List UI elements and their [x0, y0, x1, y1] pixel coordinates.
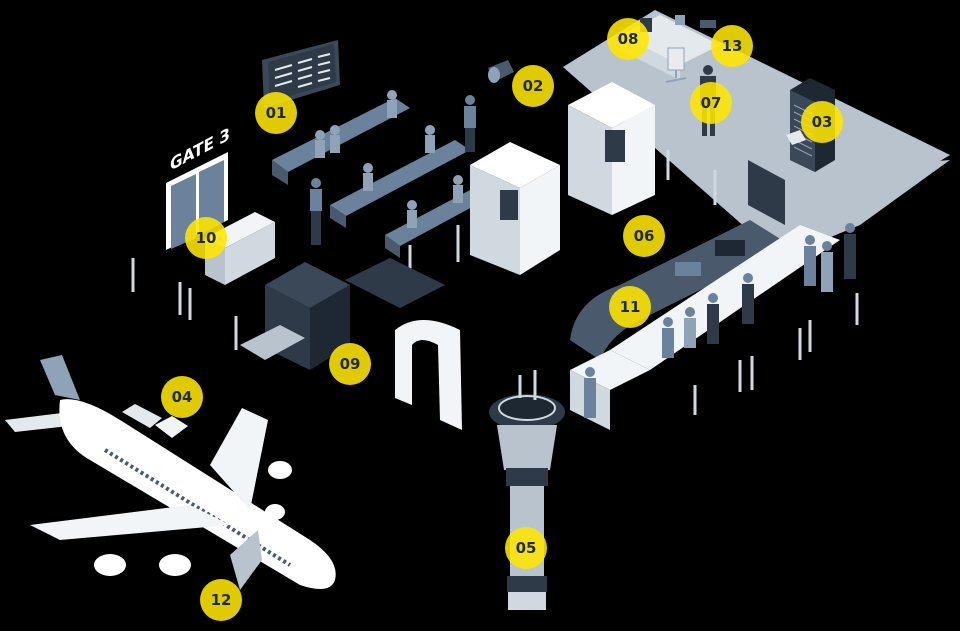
marker-label: 01 [265, 104, 287, 122]
marker-04[interactable]: 04 [161, 376, 203, 418]
marker-label: 10 [195, 229, 217, 247]
carousel-passengers [584, 223, 856, 418]
metal-detector-arch [395, 320, 462, 430]
queue-stanchions [131, 150, 859, 415]
marker-07[interactable]: 07 [690, 82, 732, 124]
marker-label: 12 [210, 591, 232, 609]
marker-05[interactable]: 05 [505, 527, 547, 569]
marker-label: 11 [619, 298, 641, 316]
marker-label: 03 [811, 113, 833, 131]
marker-08[interactable]: 08 [607, 18, 649, 60]
marker-label: 13 [721, 37, 743, 55]
airplane [5, 355, 336, 590]
marker-06[interactable]: 06 [623, 215, 665, 257]
pa-speaker [488, 60, 514, 83]
baggage-tug [122, 404, 188, 438]
marker-label: 06 [633, 227, 655, 245]
xray-scanner [240, 258, 445, 370]
marker-label: 08 [617, 30, 639, 48]
marker-01[interactable]: 01 [255, 92, 297, 134]
flight-info-board [262, 40, 340, 108]
marker-label: 05 [515, 539, 537, 557]
office-chair [665, 47, 687, 83]
marker-label: 02 [522, 77, 544, 95]
marker-09[interactable]: 09 [329, 343, 371, 385]
marker-label: 04 [171, 388, 193, 406]
check-in-booth-left [470, 142, 560, 275]
waiting-seats [272, 98, 485, 258]
marker-02[interactable]: 02 [512, 65, 554, 107]
marker-13[interactable]: 13 [711, 25, 753, 67]
seated-passengers [315, 90, 463, 228]
standing-passengers [310, 95, 476, 245]
marker-12[interactable]: 12 [200, 579, 242, 621]
marker-10[interactable]: 10 [185, 217, 227, 259]
marker-label: 09 [339, 355, 361, 373]
marker-03[interactable]: 03 [801, 101, 843, 143]
marker-11[interactable]: 11 [609, 286, 651, 328]
marker-label: 07 [700, 94, 722, 112]
control-tower [489, 370, 565, 610]
check-in-booth-right [568, 82, 655, 215]
